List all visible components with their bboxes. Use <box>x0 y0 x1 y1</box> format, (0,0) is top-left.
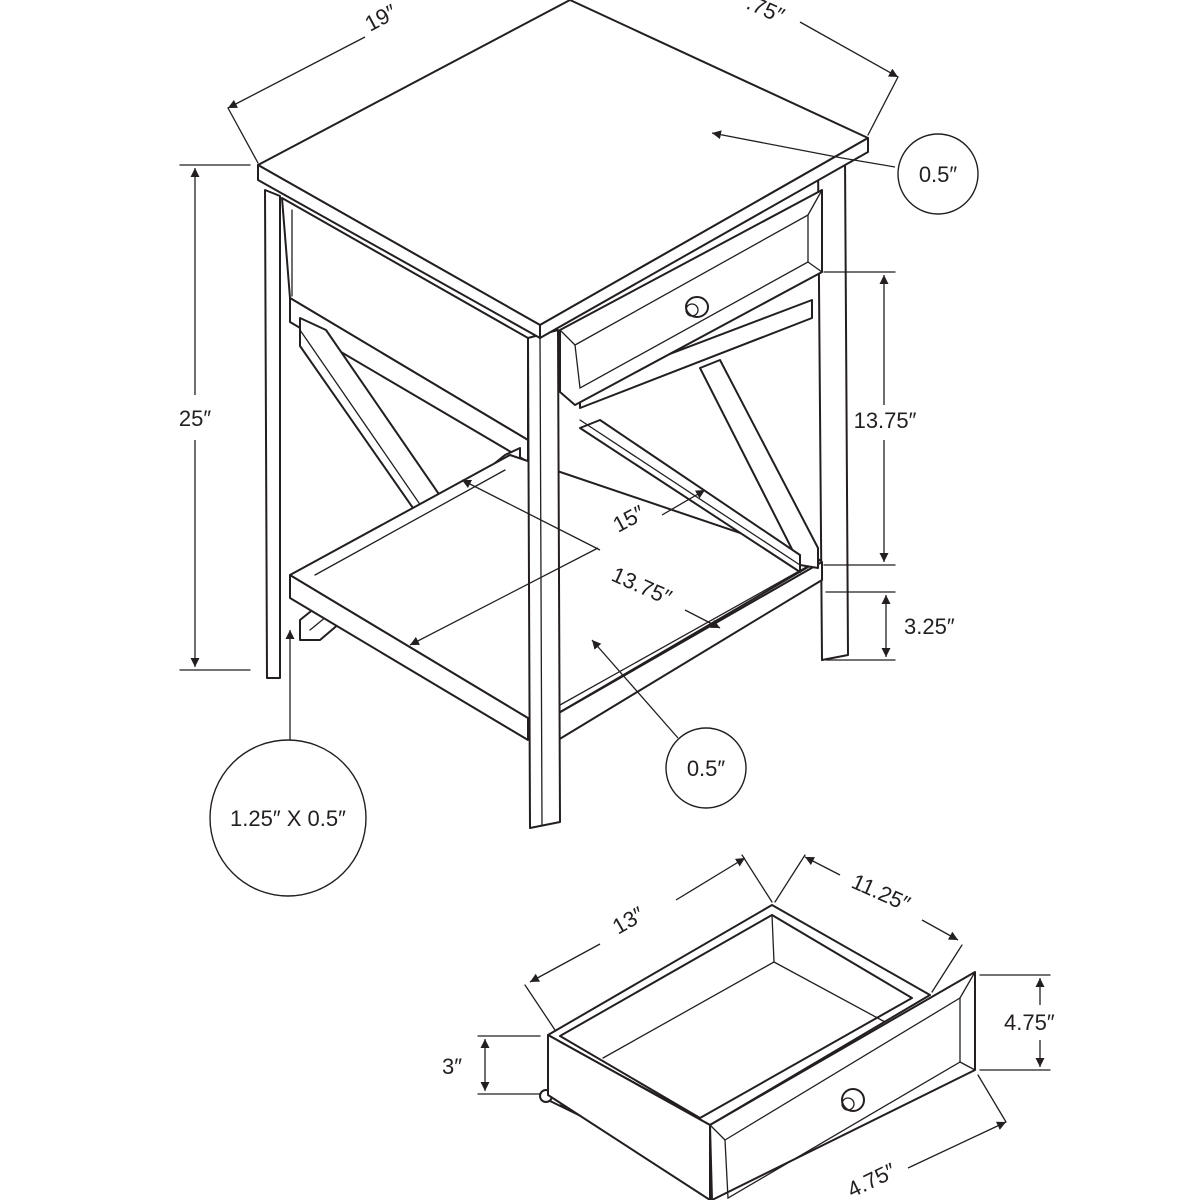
dim-leg-size: 1.25″ X 0.5″ <box>230 806 346 831</box>
drawer-detail <box>539 904 976 1200</box>
dim-overall-height: 25″ <box>179 406 211 431</box>
dim-drawer-width: 13″ <box>608 901 649 939</box>
callout-shelf-thickness <box>665 727 747 809</box>
dim-shelf-thickness: 0.5″ <box>687 756 726 781</box>
tabletop <box>257 0 869 339</box>
dim-drawer-depth: 11.25″ <box>848 869 914 917</box>
callout-leg-size <box>209 739 367 897</box>
end-table <box>257 0 869 829</box>
dim-drawer-front-height: 4.75″ <box>1004 1010 1055 1035</box>
drawer-front <box>559 189 823 406</box>
dim-drawer-front-width: 4.75″ <box>843 1158 900 1200</box>
dim-drawer-box-height: 3″ <box>442 1054 462 1079</box>
dim-top-thickness: 0.5″ <box>919 162 958 187</box>
left-leg <box>264 189 281 679</box>
dim-shelf-clearance: 13.75″ <box>854 408 917 433</box>
dim-shelf-height: 3.25″ <box>904 614 955 639</box>
dim-top-depth: .75″ <box>743 0 788 28</box>
callout-top-thickness <box>897 133 979 215</box>
dim-top-width: 19″ <box>361 0 401 36</box>
front-leg <box>527 329 561 829</box>
